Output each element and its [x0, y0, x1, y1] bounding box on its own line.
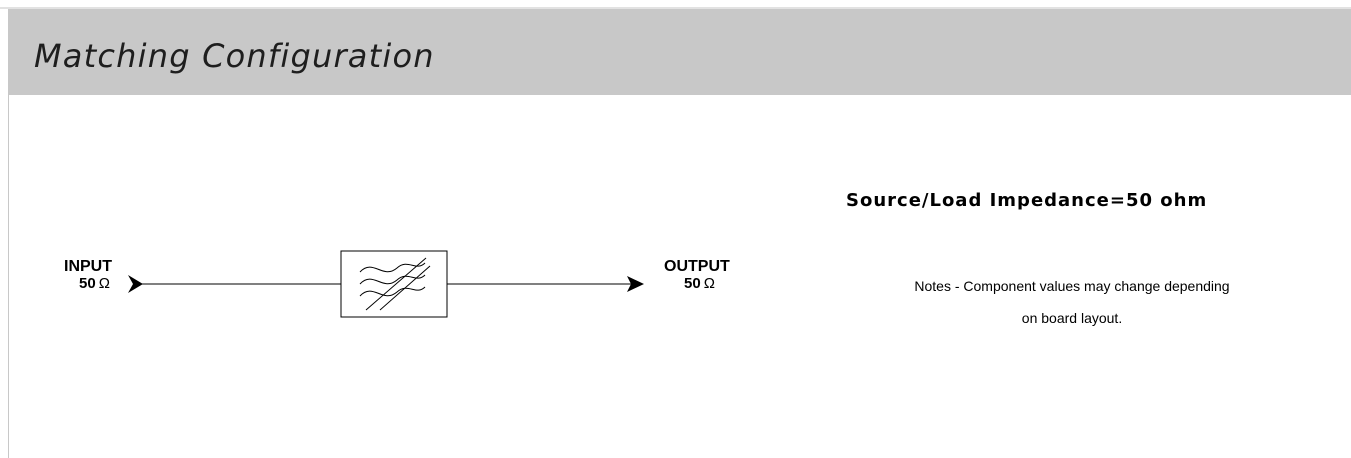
section-header: Matching Configuration: [8, 9, 1351, 95]
input-impedance-value: 50: [79, 275, 96, 292]
diagram-graphics: [128, 250, 644, 318]
output-impedance-value: 50: [684, 275, 701, 292]
output-label: OUTPUT: [664, 258, 730, 275]
notes-line-1: Notes - Component values may change depe…: [914, 278, 1230, 294]
input-impedance-unit: Ω: [98, 275, 110, 292]
page-title: Matching Configuration: [34, 37, 435, 75]
input-arrow-icon: [128, 275, 143, 293]
input-label: INPUT: [64, 258, 112, 275]
filter-icon: [340, 250, 448, 318]
output-arrow-icon: [627, 276, 644, 292]
notes: Notes - Component values may change depe…: [822, 270, 1322, 334]
content-left-border: [8, 95, 9, 458]
notes-line-2: on board layout.: [1021, 310, 1123, 326]
top-divider: [0, 7, 1351, 9]
output-impedance-unit: Ω: [703, 275, 715, 292]
impedance-heading: Source/Load Impedance=50 ohm: [846, 190, 1208, 211]
